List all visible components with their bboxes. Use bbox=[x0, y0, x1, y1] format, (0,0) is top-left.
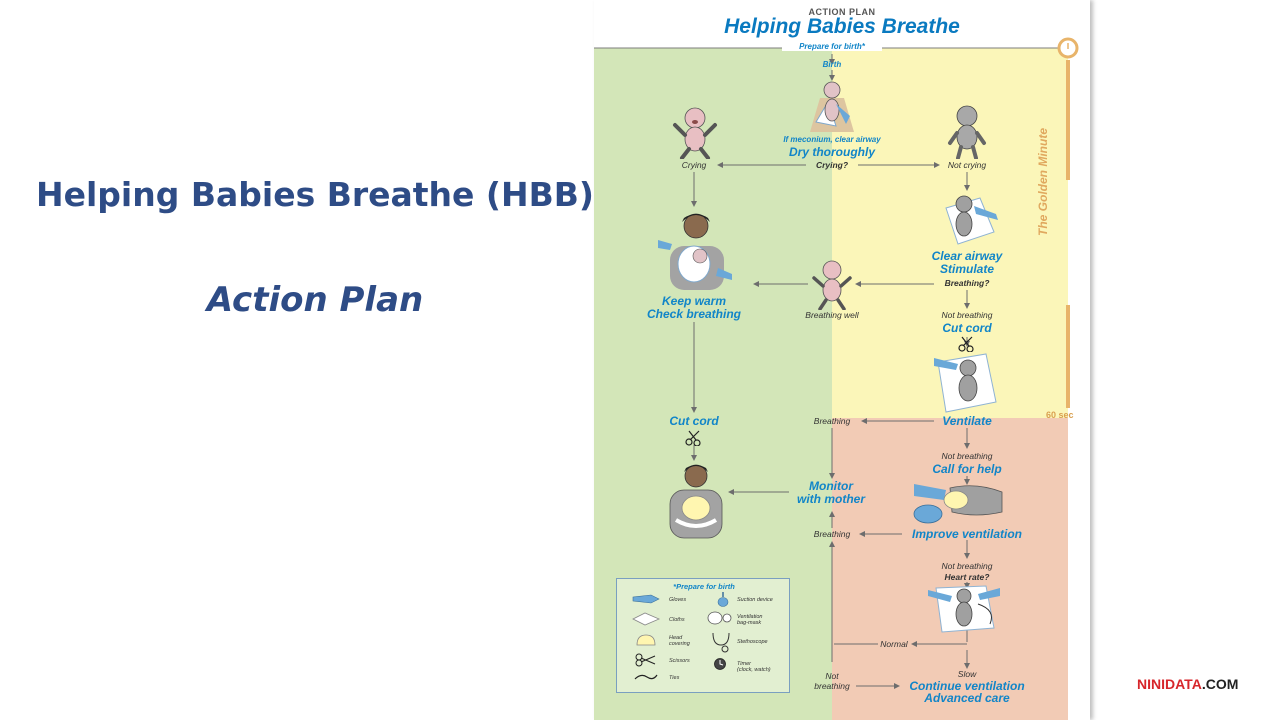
prep-ties: Ties bbox=[669, 675, 680, 681]
brand-suffix: .COM bbox=[1201, 676, 1239, 692]
poster-background bbox=[594, 0, 1090, 720]
label-not-breathing-4: breathing bbox=[814, 681, 850, 691]
prep-head-1: Head bbox=[669, 635, 683, 641]
step-ventilate: Ventilate bbox=[942, 414, 992, 428]
step-clear-airway: Clear airway bbox=[931, 249, 1003, 263]
cut-cord-scissors-icon bbox=[958, 336, 974, 352]
flowchart-arrows bbox=[691, 54, 970, 689]
heart-rate-check-illustration bbox=[928, 585, 1000, 633]
suction-device-icon bbox=[717, 592, 729, 607]
label-breathing-1: Breathing bbox=[813, 416, 851, 426]
step-monitor: Monitor bbox=[809, 479, 853, 493]
breathing-well-baby-illustration bbox=[812, 260, 852, 310]
prep-ventilation-1: Ventilation bbox=[737, 614, 763, 620]
step-continue-ventilation: Continue ventilation bbox=[909, 679, 1025, 693]
golden-minute-label: The Golden Minute bbox=[1036, 128, 1050, 236]
label-slow: Slow bbox=[957, 669, 977, 679]
prep-suction: Suction device bbox=[737, 597, 773, 603]
prep-timer-2: (clock, watch) bbox=[737, 667, 771, 673]
keep-warm-illustration bbox=[658, 213, 732, 290]
step-with-mother: with mother bbox=[797, 492, 865, 506]
prep-legend-title: *Prepare for birth bbox=[673, 582, 735, 591]
stethoscope-icon bbox=[712, 632, 730, 653]
label-not-breathing-1: Not breathing bbox=[941, 310, 993, 320]
scissors-icon bbox=[635, 653, 656, 667]
brand-watermark: NINIDATA.COM bbox=[1137, 676, 1238, 692]
question-breathing: Breathing? bbox=[944, 278, 990, 288]
step-keep-warm: Keep warm bbox=[661, 294, 727, 308]
question-crying: Crying? bbox=[815, 160, 849, 170]
ties-icon bbox=[634, 674, 658, 680]
head-covering-icon bbox=[636, 634, 656, 646]
hbb-action-plan-poster: ACTION PLAN Helping Babies Breathe Prepa… bbox=[594, 0, 1090, 720]
question-heart-rate: Heart rate? bbox=[944, 572, 990, 582]
label-not-crying: Not crying bbox=[947, 160, 987, 170]
prep-cloths: Cloths bbox=[669, 617, 685, 623]
prep-timer-1: Timer bbox=[737, 661, 752, 667]
improve-ventilation-illustration bbox=[913, 484, 1003, 524]
clear-airway-illustration bbox=[945, 195, 998, 245]
brand-name: NINIDATA bbox=[1137, 676, 1202, 692]
timer-icon bbox=[714, 658, 726, 670]
step-dry-thoroughly: Dry thoroughly bbox=[789, 145, 875, 159]
label-breathing-well: Breathing well bbox=[805, 310, 859, 320]
label-not-breathing-2: Not breathing bbox=[941, 451, 993, 461]
label-not-breathing-3: Not breathing bbox=[941, 561, 993, 571]
crying-baby-illustration bbox=[673, 107, 717, 159]
prep-stethoscope: Stethoscope bbox=[737, 639, 768, 645]
gloves-icon bbox=[632, 594, 660, 604]
monitor-with-mother-illustration bbox=[669, 464, 723, 539]
prep-ventilation-2: bag-mask bbox=[737, 620, 762, 626]
label-breathing-2: Breathing bbox=[813, 529, 851, 539]
step-advanced-care: Advanced care bbox=[924, 691, 1010, 705]
step-call-for-help: Call for help bbox=[932, 462, 1002, 476]
slide-title: Helping Babies Breathe (HBB) bbox=[35, 175, 595, 214]
step-improve-ventilation: Improve ventilation bbox=[911, 527, 1023, 541]
ventilation-bag-mask-icon bbox=[707, 611, 732, 625]
poster-eyebrow: ACTION PLAN bbox=[808, 7, 876, 17]
cut-cord-left-scissors-icon bbox=[685, 430, 701, 446]
prep-scissors: Scissors bbox=[669, 658, 690, 664]
label-crying: Crying bbox=[681, 160, 707, 170]
label-prepare-for-birth: Prepare for birth* bbox=[782, 42, 882, 51]
prep-gloves: Gloves bbox=[669, 597, 687, 603]
prep-head-2: covering bbox=[669, 641, 690, 647]
label-meconium-note: If meconium, clear airway bbox=[783, 135, 881, 144]
step-cut-cord-right: Cut cord bbox=[942, 321, 992, 335]
cloths-icon bbox=[632, 612, 661, 626]
step-check-breathing: Check breathing bbox=[646, 307, 742, 321]
drying-baby-illustration bbox=[810, 81, 854, 132]
prepare-for-birth-legend: *Prepare for birth Gloves Suction device… bbox=[616, 578, 790, 693]
step-stimulate: Stimulate bbox=[939, 262, 994, 276]
poster-title: Helping Babies Breathe bbox=[724, 15, 960, 38]
label-birth: Birth bbox=[822, 60, 842, 69]
step-cut-cord-left: Cut cord bbox=[669, 414, 719, 428]
label-not: Not bbox=[825, 671, 839, 681]
ventilate-baby-illustration bbox=[934, 353, 997, 413]
not-crying-baby-illustration bbox=[948, 105, 986, 159]
slide-subtitle: Action Plan bbox=[206, 280, 424, 320]
sixty-sec-label: 60 sec bbox=[1046, 410, 1074, 420]
label-normal: Normal bbox=[880, 639, 908, 649]
